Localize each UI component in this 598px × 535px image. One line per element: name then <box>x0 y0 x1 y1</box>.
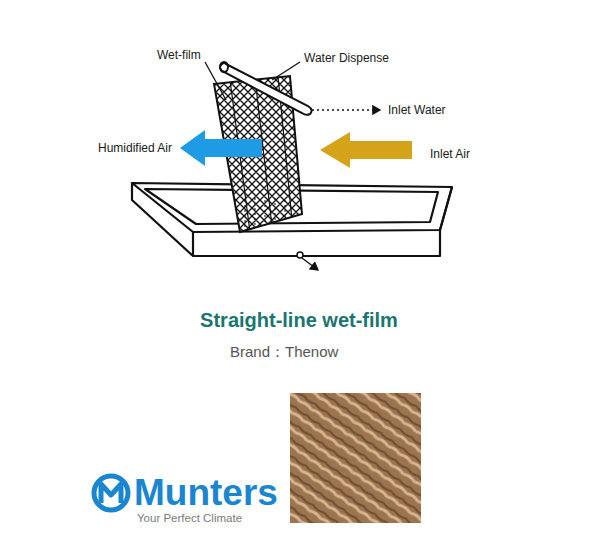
humidified-air-arrow <box>180 130 262 166</box>
flow-label: Inlet Air <box>430 147 470 161</box>
brand-label: Brand：Thenow <box>230 343 338 362</box>
part-label: Wet-film <box>157 48 201 62</box>
drain-outlet <box>297 252 318 270</box>
inlet-water-line <box>312 109 380 110</box>
part-label: Water Dispense <box>304 51 389 65</box>
leader-line <box>205 62 226 100</box>
logo-tagline: Your Perfect Climate <box>137 512 242 524</box>
logo-wordmark: Munters <box>134 472 278 514</box>
inlet-air-arrow <box>320 132 412 168</box>
part-label: Inlet Water <box>388 103 446 117</box>
munters-logo-icon <box>94 476 128 510</box>
flow-label: Humidified Air <box>98 141 172 155</box>
dispense-pipe <box>220 62 312 115</box>
wet-film-photo <box>290 393 421 523</box>
leader-line <box>272 62 300 80</box>
product-title: Straight-line wet-film <box>200 309 398 332</box>
